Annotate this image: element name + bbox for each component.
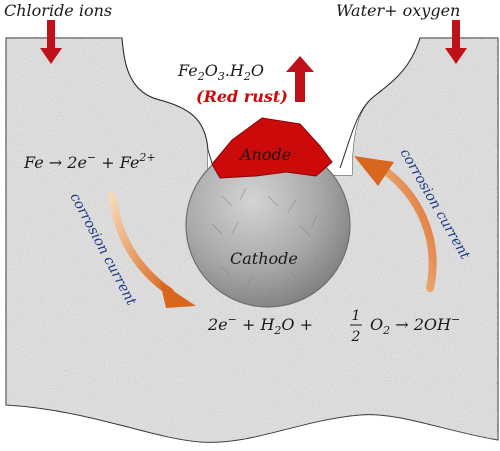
fraction-numerator: 1 bbox=[352, 308, 361, 324]
svg-text:2e− + H2O +: 2e− + H2O + bbox=[207, 313, 313, 337]
water-oxygen-label: Water+ oxygen bbox=[336, 1, 460, 20]
cathodic-reaction: 2e− + H2O + 1 2 O2 → 2OH− bbox=[207, 308, 460, 345]
current-arrow-right bbox=[380, 166, 437, 292]
pit-opening bbox=[122, 38, 420, 175]
current-arrowhead-right bbox=[354, 156, 394, 186]
anode-label: Anode bbox=[238, 145, 291, 164]
cathode-label: Cathode bbox=[230, 249, 298, 268]
chloride-label: Chloride ions bbox=[4, 1, 112, 20]
chloride-arrow bbox=[40, 20, 62, 64]
fraction-denominator: 2 bbox=[351, 329, 361, 345]
anodic-reaction: Fe → 2e− + Fe2+ bbox=[23, 151, 156, 172]
current-arrowhead-left bbox=[160, 282, 196, 308]
pit-wall-right bbox=[339, 37, 421, 169]
pit-wall-left bbox=[121, 37, 215, 171]
red-rust-label: (Red rust) bbox=[196, 87, 288, 106]
anode-rust bbox=[211, 117, 333, 179]
rust-formula: Fe2O3.H2O bbox=[177, 61, 264, 83]
rust-up-arrow bbox=[286, 56, 314, 102]
current-arrow-left bbox=[108, 192, 174, 296]
water-oxygen-arrow bbox=[445, 20, 467, 64]
rebar-pattern bbox=[211, 187, 319, 301]
svg-text:O2 → 2OH−: O2 → 2OH− bbox=[370, 313, 460, 337]
